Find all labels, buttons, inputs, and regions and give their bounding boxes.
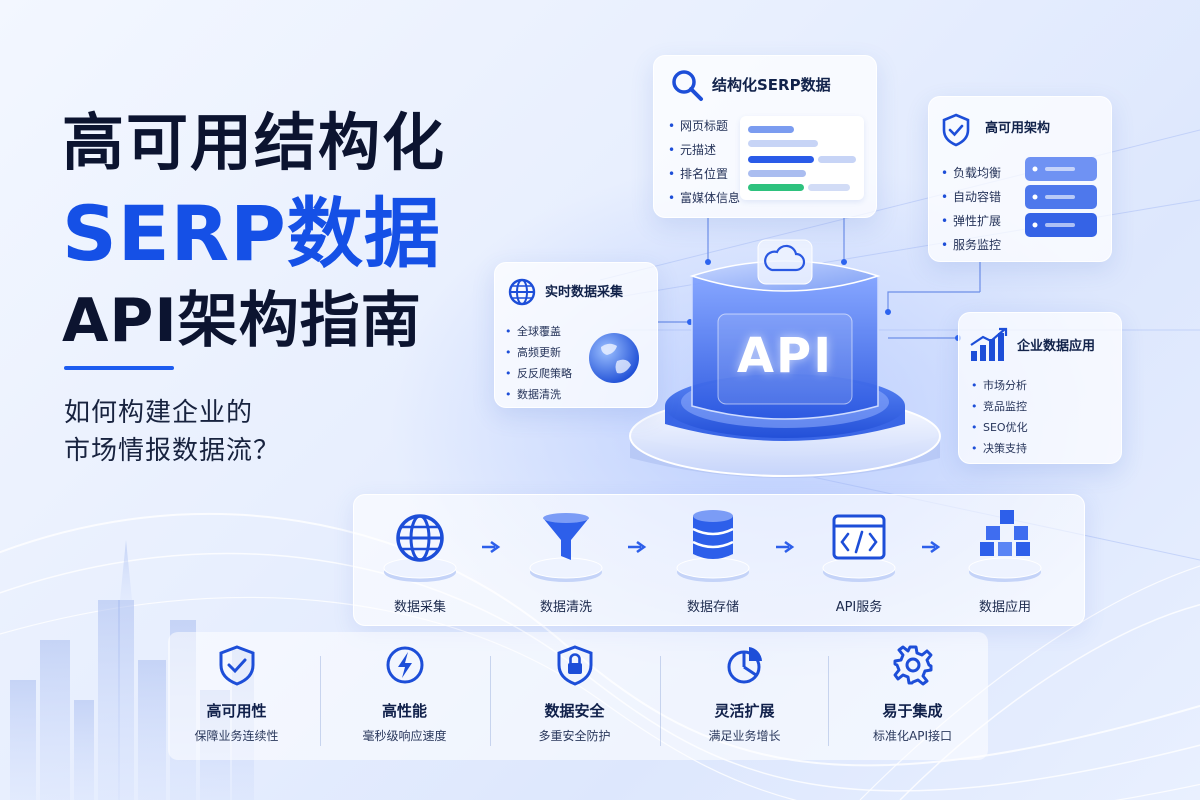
list-item: 数据清洗 <box>505 384 572 405</box>
feature-divider <box>320 656 321 746</box>
list-item: 负载均衡 <box>941 161 1001 185</box>
feature-data-security: 数据安全 多重安全防护 <box>492 644 657 754</box>
cloud-icon <box>757 239 813 285</box>
subtitle-line-1: 如何构建企业的 <box>64 398 254 428</box>
list-item: 服务监控 <box>941 233 1001 257</box>
pipeline-step-label: 数据采集 <box>393 600 446 615</box>
feature-desc: 标准化API接口 <box>873 729 952 743</box>
subtitle: 如何构建企业的 市场情报数据流？ <box>64 394 280 470</box>
feature-high-availability: 高可用性 保障业务连续性 <box>154 644 319 754</box>
pipeline-step-label: 数据应用 <box>978 600 1031 615</box>
code-window-icon <box>822 514 896 582</box>
list-item: 决策支持 <box>971 438 1028 459</box>
card-ha-title: 高可用架构 <box>985 121 1051 136</box>
lightning-icon <box>386 646 423 684</box>
pie-chart-icon <box>727 647 762 684</box>
card-serp-list: 网页标题 元描述 排名位置 富媒体信息 <box>668 114 740 210</box>
list-item: 弹性扩展 <box>941 209 1001 233</box>
search-icon <box>672 70 703 101</box>
shield-check-icon <box>219 645 254 686</box>
subtitle-line-2: 市场情报数据流？ <box>64 436 281 466</box>
database-icon <box>676 510 750 582</box>
list-item: 元描述 <box>668 138 740 162</box>
list-item: 高频更新 <box>505 342 572 363</box>
feature-divider <box>660 656 661 746</box>
card-serp-title: 结构化SERP数据 <box>712 76 831 94</box>
list-item: 排名位置 <box>668 162 740 186</box>
card-enterprise-application: 企业数据应用 市场分析 竞品监控 SEO优化 决策支持 <box>958 312 1122 464</box>
card-ha-list: 负载均衡 自动容错 弹性扩展 服务监控 <box>941 161 1001 257</box>
globe-icon <box>383 514 457 582</box>
api-core-platform <box>629 239 941 478</box>
feature-name: 高性能 <box>381 702 427 720</box>
card-serp-data: 结构化SERP数据 网页标题 元描述 排名位置 富媒体信息 <box>653 55 877 218</box>
list-item: 反反爬策略 <box>505 363 572 384</box>
feature-name: 灵活扩展 <box>714 702 775 720</box>
pipeline-step-label: 数据清洗 <box>539 600 592 615</box>
list-item: SEO优化 <box>971 417 1028 438</box>
feature-name: 易于集成 <box>882 702 943 720</box>
arrow-right-icon <box>922 540 941 554</box>
feature-desc: 满足业务增长 <box>708 729 781 743</box>
list-item: 自动容错 <box>941 185 1001 209</box>
funnel-icon <box>529 513 603 582</box>
globe-icon <box>508 278 536 306</box>
pipeline-step-api-service: API服务 <box>804 502 914 622</box>
api-core-label: API <box>736 328 834 384</box>
pipeline-step-collection: 数据采集 <box>365 502 475 622</box>
pipeline-step-label: API服务 <box>835 600 883 615</box>
earth-globe-illustration <box>589 333 639 383</box>
list-item: 网页标题 <box>668 114 740 138</box>
card-enterprise-list: 市场分析 竞品监控 SEO优化 决策支持 <box>971 375 1028 459</box>
pipeline-step-application: 数据应用 <box>950 502 1060 622</box>
feature-name: 高可用性 <box>206 702 267 720</box>
feature-flexible-scaling: 灵活扩展 满足业务增长 <box>662 644 827 754</box>
feature-divider <box>828 656 829 746</box>
feature-desc: 保障业务连续性 <box>194 729 279 743</box>
card-realtime-list: 全球覆盖 高频更新 反反爬策略 数据清洗 <box>505 321 572 405</box>
title-divider <box>64 366 174 370</box>
feature-name: 数据安全 <box>544 702 605 720</box>
pipeline-step-storage: 数据存储 <box>658 502 768 622</box>
gear-icon <box>893 645 932 686</box>
feature-desc: 多重安全防护 <box>538 729 611 743</box>
shield-check-icon <box>942 113 970 147</box>
headline-line-2: SERP数据 <box>62 189 441 278</box>
feature-easy-integration: 易于集成 标准化API接口 <box>830 644 995 754</box>
list-item: 竞品监控 <box>971 396 1028 417</box>
arrow-right-icon <box>482 540 501 554</box>
serp-preview <box>740 116 864 200</box>
features-bar <box>168 632 988 760</box>
arrow-right-icon <box>776 540 795 554</box>
card-realtime-collection: 实时数据采集 全球覆盖 高频更新 反反爬策略 数据清洗 <box>494 262 658 408</box>
card-realtime-title: 实时数据采集 <box>545 285 624 300</box>
feature-high-performance: 高性能 毫秒级响应速度 <box>322 644 487 754</box>
pipeline-step-label: 数据存储 <box>686 600 739 615</box>
list-item: 全球覆盖 <box>505 321 572 342</box>
cubes-icon <box>968 510 1042 582</box>
headline-line-1: 高可用结构化 <box>62 106 447 179</box>
lock-icon <box>557 645 592 686</box>
arrow-right-icon <box>628 540 647 554</box>
feature-desc: 毫秒级响应速度 <box>362 729 447 743</box>
bar-chart-icon <box>970 327 1008 361</box>
feature-divider <box>490 656 491 746</box>
card-enterprise-title: 企业数据应用 <box>1017 339 1096 354</box>
headline-line-3: API架构指南 <box>62 286 422 356</box>
card-ha-architecture: 高可用架构 负载均衡 自动容错 弹性扩展 服务监控 <box>928 96 1112 262</box>
list-item: 市场分析 <box>971 375 1028 396</box>
list-item: 富媒体信息 <box>668 186 740 210</box>
pipeline-step-cleaning: 数据清洗 <box>511 502 621 622</box>
server-stack-icon <box>1025 157 1097 237</box>
